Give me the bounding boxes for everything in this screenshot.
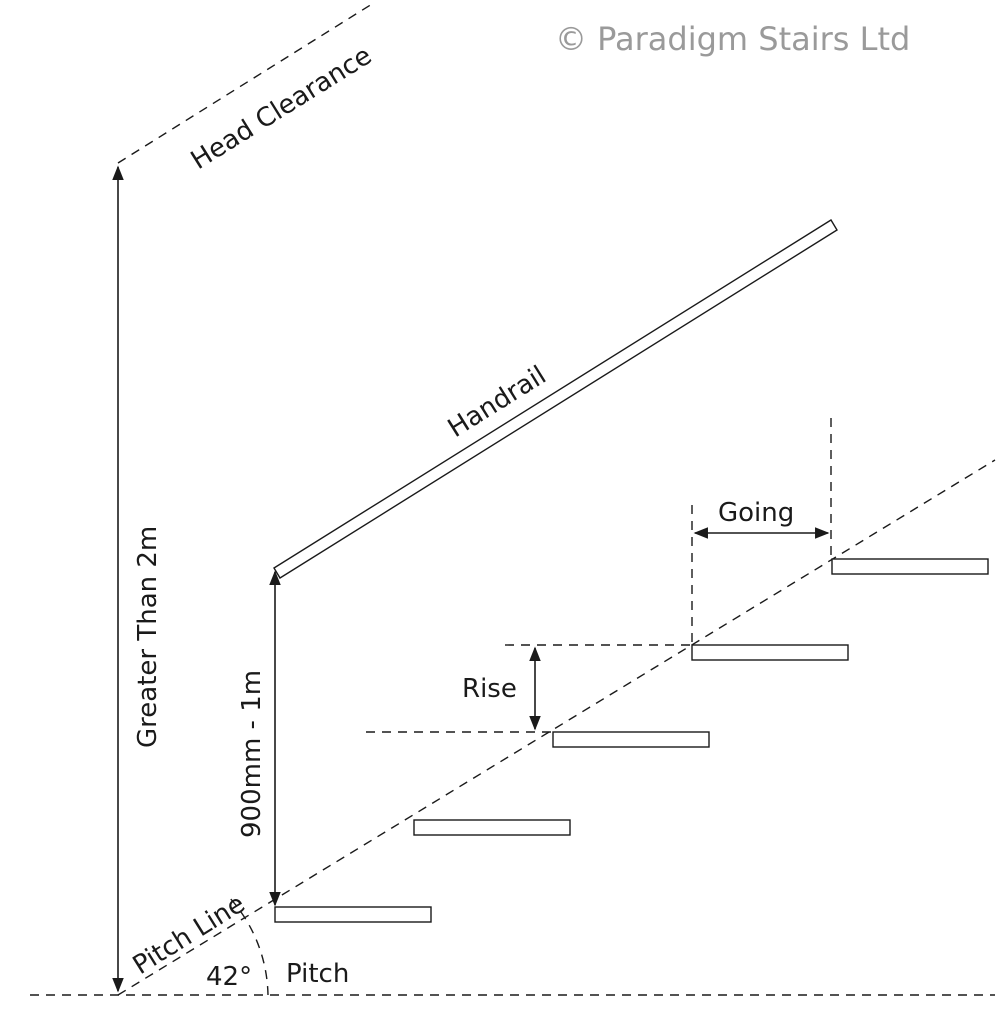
handrail-height-label: 900mm - 1m xyxy=(237,670,267,838)
pitch-label: Pitch xyxy=(286,959,349,989)
copyright-text: © Paradigm Stairs Ltd xyxy=(555,20,910,58)
head-clearance-line xyxy=(117,3,373,164)
going-label: Going xyxy=(718,498,794,528)
tread-5 xyxy=(831,558,989,575)
pitch-angle-arc xyxy=(228,896,269,996)
rise-label: Rise xyxy=(462,674,517,704)
pitch-angle-value: 42° xyxy=(206,962,252,992)
tread-2 xyxy=(413,819,571,836)
tread-3 xyxy=(552,731,710,748)
greater-than-2m-label: Greater Than 2m xyxy=(133,526,163,748)
tread-4 xyxy=(691,644,849,661)
tread-1 xyxy=(274,906,432,923)
pitch-line xyxy=(117,459,996,996)
